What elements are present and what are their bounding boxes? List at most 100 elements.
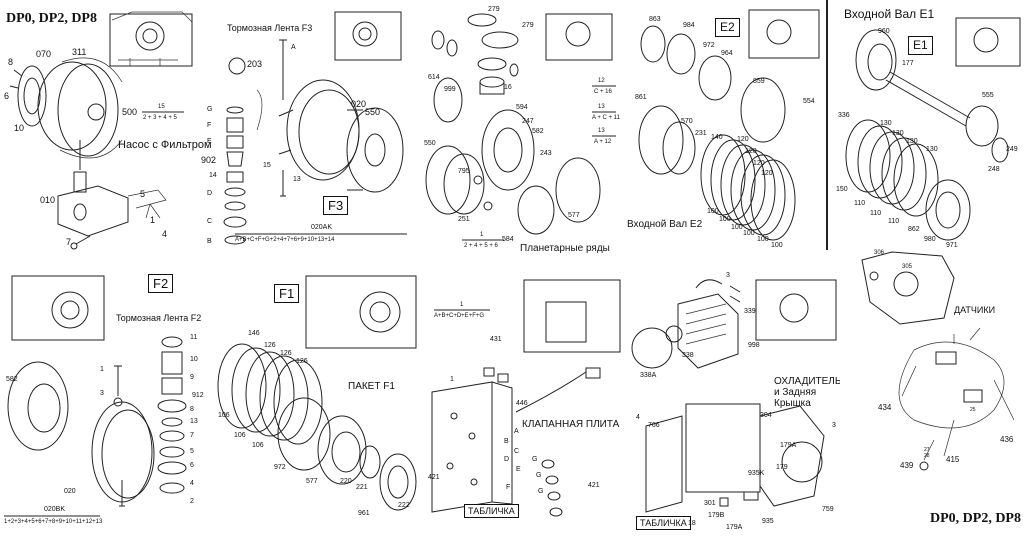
part-label: 7 [190,432,194,439]
valve-body-drawing [431,279,621,517]
part-label: 8 [8,57,14,67]
part-label: 106 [218,412,230,419]
part-label: 759 [822,506,834,513]
part-label: 120 [753,160,765,167]
part-label: 338 [682,352,694,359]
panel-band-f2: F2 Тормозная Лента F2 020BK 1+2+3+4+5+6+… [0,266,208,539]
caption-cooler-rear-cover: ОХЛАДИТЕЛЬ и Задняя Крышка [774,376,840,409]
part-label: 279 [522,22,534,29]
part-label: 577 [568,212,580,219]
rear-cover [685,403,825,507]
part-label: 110 [888,218,900,225]
panel-planetary: 12 C + 16 13 A + C + 11 13 A + 12 1 2 + … [418,0,622,262]
formula-numerator: 15 [158,104,165,110]
part-label: 15 [263,162,271,169]
rings-top [640,25,786,143]
part-label: 550 [365,107,381,117]
part-label: F [207,122,212,129]
part-label: G [538,488,544,495]
transmission-housing-sketch [755,279,837,341]
panel-sensors: ДАТЧИКИ 305 306 434 436 439 415 27 28 25 [844,240,1024,510]
bolt-and-pin [113,365,125,507]
part-label: 140 [711,134,723,141]
part-label: 434 [878,403,892,412]
part-label: 863 [649,16,661,23]
part-label: 301 [704,500,716,507]
part-label: 555 [982,92,994,99]
part-label: 500 [122,107,138,117]
fraction-denominator: A + C + 11 [592,115,620,121]
part-label: 179A [780,442,797,449]
part-label: 5 [140,189,146,199]
part-label: 16 [504,84,512,91]
model-heading-bottom: DP0, DP2, DP8 [930,511,1021,526]
clutch-drum-582 [7,361,69,451]
band-f2-drawing [4,275,187,517]
box-label-f2: F2 [148,274,174,293]
fraction-lines [462,85,616,241]
transmission-housing-sketch [748,9,820,59]
e1-drawing [845,17,1021,241]
part-label: 2 [190,498,194,505]
part-label: 439 [900,461,914,470]
pump-body [9,57,123,159]
transmission-housing-sketch [523,279,621,353]
part-label: 862 [908,226,920,233]
part-label: 179A [726,524,743,531]
nameplate-label: ТАБЛИЧКА [636,516,691,530]
box-label-f3: F3 [323,196,349,215]
part-label: 338A [640,372,657,379]
part-label: 100 [771,242,783,249]
wiring-harness [898,327,1015,471]
panel-band-f3: Тормозная Лента F3 F3 020AK A+B+C+F+G+2+… [197,0,410,262]
part-label: 130 [892,130,904,137]
part-label: 584 [502,236,514,243]
rings-220-222 [359,445,417,511]
part-label: 972 [703,42,715,49]
part-label: 150 [836,186,848,193]
part-label: B [504,438,509,445]
part-label: 421 [588,482,600,489]
part-label: 582 [6,376,18,383]
transmission-housing-sketch [11,275,105,341]
part-label: 960 [878,28,890,35]
part-label: 126 [280,350,292,357]
part-label: G [536,472,542,479]
snap-ring-972 [277,397,331,471]
part-label: 570 [681,118,693,125]
bolt-and-pins [228,39,287,197]
part-label: 4 [162,229,168,239]
transmission-housing-sketch [305,275,417,349]
part-label: 1 [150,215,156,225]
formula-denominator: A+B+C+D+E+F+G [434,313,485,319]
pack-f1-drawing [217,275,417,511]
planet-carrier [433,77,601,235]
small-rings [431,30,519,211]
part-label: 130 [906,138,918,145]
part-label: A [291,44,296,51]
formula-numerator: 020AK [311,224,333,231]
part-label: 279 [488,6,500,13]
part-label: 577 [306,478,318,485]
panel-input-shaft-e1: Входной Вал E1 E1 960 177 555 336 130 13… [830,0,1024,262]
caption-sensors: ДАТЧИКИ [954,305,996,315]
caption-pump-filter: Насос с Фильтром [118,139,212,151]
part-label: 861 [635,94,647,101]
servo-stack [157,336,187,494]
part-label: 998 [748,342,760,349]
caption-valve-body: КЛАПАННАЯ ПЛИТА [522,419,620,430]
formula-denominator: 1+2+3+4+5+6+7+8+9+10+11+12+13 [4,519,103,525]
part-label: 126 [296,358,308,365]
e2-drawing [638,9,820,241]
part-label: 120 [745,148,757,155]
part-label: 100 [707,208,719,215]
part-label: 231 [695,130,707,137]
part-label: 106 [252,442,264,449]
box-label-e2: E2 [715,18,740,37]
part-label: 222 [398,502,410,509]
gear-stack-top [467,13,519,95]
clutch-hub [638,105,696,175]
part-label: 10 [190,356,198,363]
panel-cooler-rear-cover: ОХЛАДИТЕЛЬ и Задняя Крышка ТАБЛИЧКА 3 33… [626,266,840,539]
part-label: 14 [209,172,217,179]
